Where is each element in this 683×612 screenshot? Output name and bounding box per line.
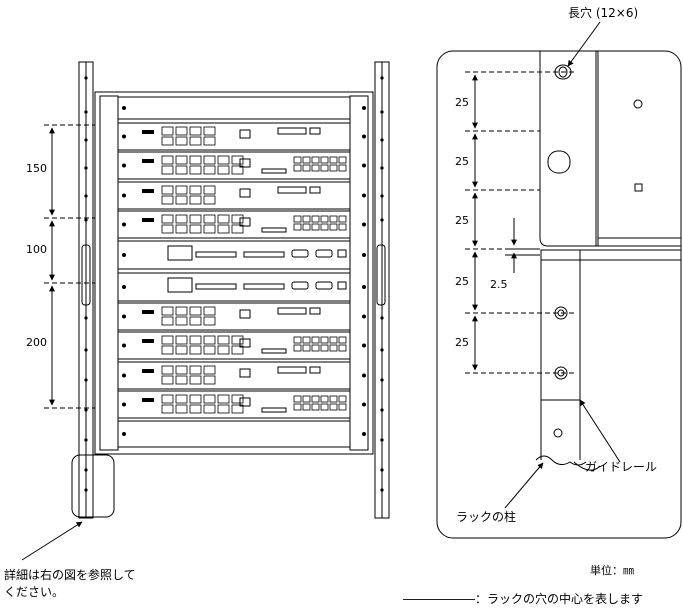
equipment-unit: [117, 122, 351, 151]
guide-rail-label: ガイドレール: [585, 460, 657, 474]
right-dim-5: 25: [455, 336, 469, 349]
rack-frame: [94, 91, 374, 455]
equipment-unit: [117, 361, 351, 390]
equipment-unit: [117, 151, 351, 180]
right-dim-1: 25: [455, 96, 469, 109]
equipment-unit: [117, 210, 351, 239]
rack-pillar-label: ラックの柱: [456, 509, 516, 524]
detail-frame: [436, 50, 682, 539]
unit-label: 単位：㎜: [590, 563, 634, 577]
legend-text: ――――――：ラックの穴の中心を表します: [403, 591, 643, 606]
dim-150: 150: [26, 162, 47, 175]
right-small-dim: 2.5: [490, 278, 508, 291]
equipment-unit: [117, 181, 351, 210]
equipment-unit: [117, 331, 351, 360]
detail-callout-outline: [71, 454, 115, 518]
equipment-unit: [117, 272, 351, 302]
detail-note-line1: 詳細は右の図を参照して: [4, 567, 136, 582]
equipment-unit: [117, 302, 351, 331]
slot-hole-label: 長穴 (12×6): [568, 5, 638, 20]
equipment-unit: [117, 240, 351, 270]
right-dim-2: 25: [455, 155, 469, 168]
equipment-unit: [117, 96, 351, 120]
left-dimensions: [44, 124, 95, 409]
dim-200: 200: [26, 336, 47, 349]
dim-100: 100: [26, 243, 47, 256]
rack-front-view: [71, 61, 390, 519]
detail-note-line2: ください。: [4, 585, 64, 599]
equipment-unit: [117, 420, 351, 448]
equipment-units: [117, 96, 366, 448]
detail-view: [436, 50, 682, 539]
right-dim-3: 25: [455, 214, 469, 227]
note-arrow: [21, 521, 83, 561]
right-dimensions: [465, 21, 621, 509]
equipment-unit: [117, 390, 351, 419]
right-dim-4: 25: [455, 275, 469, 288]
